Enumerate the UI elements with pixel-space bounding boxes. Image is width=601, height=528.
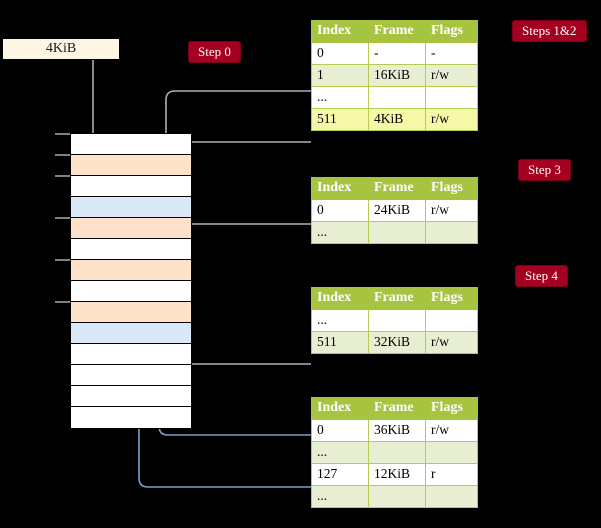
column-header-index: Index bbox=[311, 287, 369, 310]
wire-step3 bbox=[174, 223, 311, 253]
column-header-flags: Flags bbox=[425, 287, 478, 310]
source-page-box: 4KiB bbox=[2, 38, 120, 60]
memory-frame-row bbox=[71, 323, 191, 344]
cell-index: 511 bbox=[311, 331, 369, 354]
memory-frame-row bbox=[71, 176, 191, 197]
memory-frame-row bbox=[71, 407, 191, 428]
column-header-frame: Frame bbox=[368, 20, 426, 43]
step-label-step3: Step 3 bbox=[518, 159, 571, 181]
memory-frame-row bbox=[71, 386, 191, 407]
column-header-frame: Frame bbox=[368, 177, 426, 200]
cell-flags: r/w bbox=[425, 199, 478, 222]
memory-frame-row bbox=[71, 281, 191, 302]
memory-frame-row bbox=[71, 260, 191, 281]
column-header-flags: Flags bbox=[425, 177, 478, 200]
cell-flags bbox=[425, 221, 478, 244]
memory-frame-row bbox=[71, 197, 191, 218]
cell-frame: 12KiB bbox=[368, 463, 426, 486]
table-row: ... bbox=[311, 221, 478, 244]
memory-tick bbox=[55, 175, 70, 177]
column-header-index: Index bbox=[311, 177, 369, 200]
column-header-flags: Flags bbox=[425, 397, 478, 420]
memory-tick bbox=[55, 154, 70, 156]
cell-frame bbox=[368, 221, 426, 244]
physical-memory-column bbox=[70, 133, 192, 429]
cell-flags bbox=[425, 441, 478, 464]
cell-frame bbox=[368, 309, 426, 332]
cell-index: 1 bbox=[311, 64, 369, 87]
cell-flags bbox=[425, 485, 478, 508]
cell-index: 0 bbox=[311, 419, 369, 442]
cell-flags: r bbox=[425, 463, 478, 486]
table-row: ... bbox=[311, 485, 478, 508]
cell-index: 127 bbox=[311, 463, 369, 486]
cell-frame bbox=[368, 441, 426, 464]
table-row: ... bbox=[311, 86, 478, 109]
cell-flags bbox=[425, 86, 478, 109]
memory-frame-row bbox=[71, 302, 191, 323]
table-row: ... bbox=[311, 441, 478, 464]
cell-frame: 4KiB bbox=[368, 108, 426, 131]
cell-index: ... bbox=[311, 441, 369, 464]
column-header-frame: Frame bbox=[368, 397, 426, 420]
cell-index: ... bbox=[311, 86, 369, 109]
step-label-step4: Step 4 bbox=[515, 265, 568, 287]
cell-index: 511 bbox=[311, 108, 369, 131]
cell-frame: 36KiB bbox=[368, 419, 426, 442]
wire-step4 bbox=[174, 323, 311, 365]
cell-index: 0 bbox=[311, 42, 369, 65]
cell-flags bbox=[425, 309, 478, 332]
cell-index: ... bbox=[311, 221, 369, 244]
source-page-label: 4KiB bbox=[45, 41, 77, 56]
cell-flags: - bbox=[425, 42, 478, 65]
cell-frame: - bbox=[368, 42, 426, 65]
table-row: ... bbox=[311, 309, 478, 332]
memory-tick bbox=[55, 259, 70, 261]
cell-flags: r/w bbox=[425, 331, 478, 354]
table-row: 0-- bbox=[311, 42, 478, 65]
column-header-index: Index bbox=[311, 20, 369, 43]
cell-flags: r/w bbox=[425, 64, 478, 87]
cell-index: ... bbox=[311, 485, 369, 508]
cell-flags: r/w bbox=[425, 108, 478, 131]
memory-frame-row bbox=[71, 365, 191, 386]
cell-flags: r/w bbox=[425, 419, 478, 442]
cell-frame bbox=[368, 86, 426, 109]
cell-frame: 32KiB bbox=[368, 331, 426, 354]
memory-tick bbox=[55, 217, 70, 219]
cell-frame bbox=[368, 485, 426, 508]
memory-frame-row bbox=[71, 344, 191, 365]
memory-frame-row bbox=[71, 239, 191, 260]
memory-frame-row bbox=[71, 155, 191, 176]
column-header-frame: Frame bbox=[368, 287, 426, 310]
memory-tick bbox=[55, 301, 70, 303]
step-label-steps12: Steps 1&2 bbox=[512, 20, 587, 42]
memory-frame-row bbox=[71, 218, 191, 239]
cell-index: 0 bbox=[311, 199, 369, 222]
step-label-step0: Step 0 bbox=[188, 41, 241, 63]
column-header-index: Index bbox=[311, 397, 369, 420]
cell-frame: 24KiB bbox=[368, 199, 426, 222]
cell-index: ... bbox=[311, 309, 369, 332]
memory-frame-row bbox=[71, 134, 191, 155]
cell-frame: 16KiB bbox=[368, 64, 426, 87]
memory-tick bbox=[55, 133, 70, 135]
column-header-flags: Flags bbox=[425, 20, 478, 43]
